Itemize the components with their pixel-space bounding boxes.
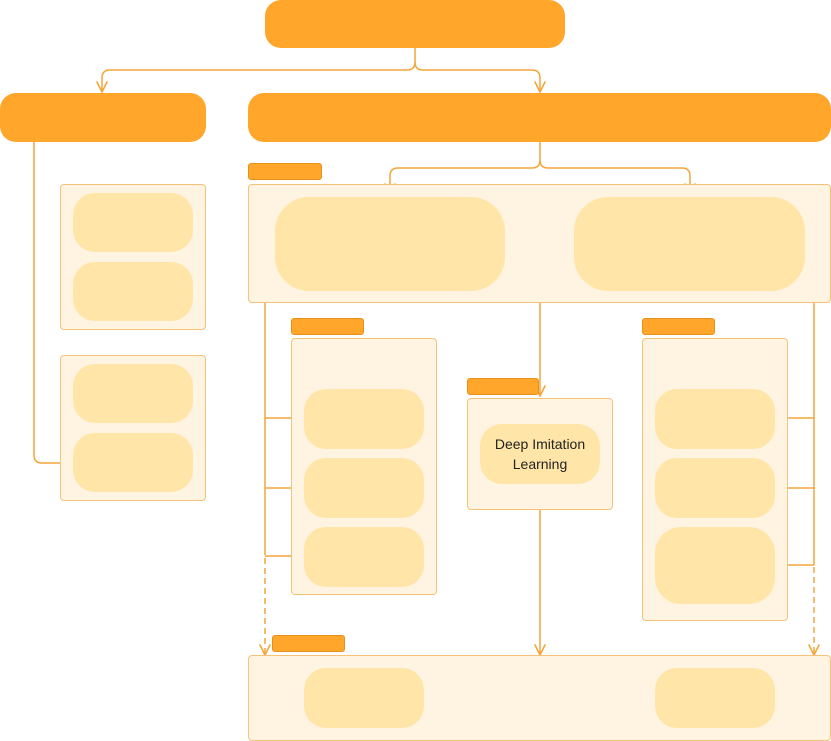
left-middle-pill-1 (304, 389, 424, 449)
right-group-tag (642, 318, 715, 335)
right-middle-pill-1 (655, 389, 775, 449)
left-upper-pill-1 (73, 193, 193, 252)
right-branch-header-bar (248, 93, 831, 142)
root-header-bar (265, 0, 565, 48)
left-upper-pill-2 (73, 262, 193, 321)
top-wide-pill-left (275, 197, 505, 291)
bottom-pill-left (304, 668, 424, 728)
left-group-tag (291, 318, 364, 335)
bottom-group-tag (272, 635, 345, 652)
right-middle-pill-2 (655, 458, 775, 518)
right-middle-pill-3 (655, 527, 775, 604)
bottom-pill-right (655, 668, 775, 728)
top-wide-pill-right (574, 197, 805, 291)
center-pill: Deep Imitation Learning (480, 424, 600, 484)
center-module-label: Deep Imitation Learning (494, 436, 586, 472)
left-middle-pill-2 (304, 458, 424, 518)
left-lower-pill-2 (73, 433, 193, 492)
top-group-tag (248, 163, 322, 180)
center-group-tag (467, 378, 539, 395)
left-lower-pill-1 (73, 364, 193, 423)
left-middle-pill-3 (304, 527, 424, 587)
left-branch-header-bar (0, 93, 206, 142)
